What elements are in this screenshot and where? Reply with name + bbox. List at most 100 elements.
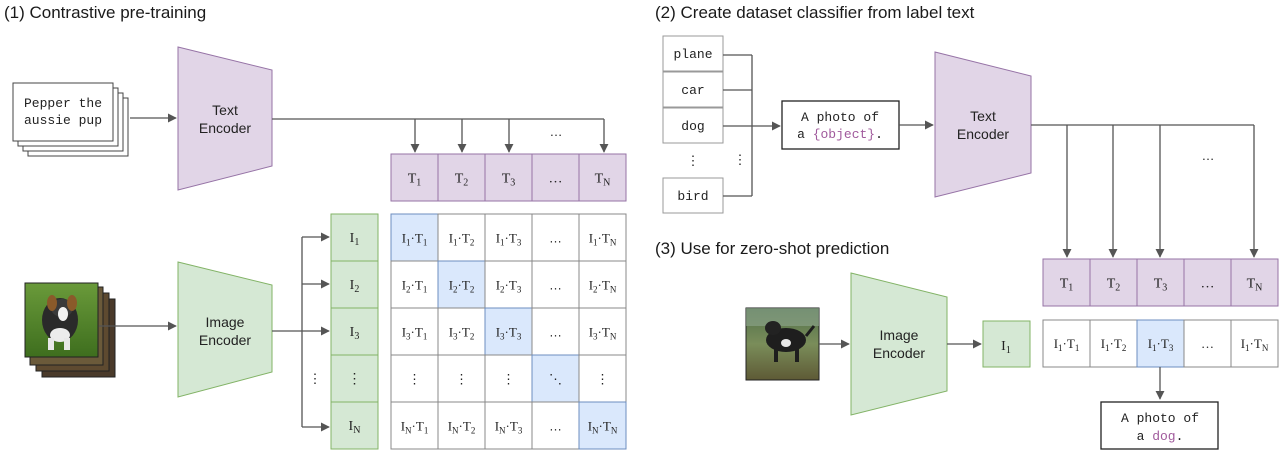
text-input-line-2: aussie pup	[24, 113, 102, 128]
text-embedding-label-base: T	[1060, 277, 1069, 292]
matrix-cell	[578, 354, 627, 403]
text-encoder-1-label-b: Encoder	[199, 120, 251, 136]
image-embedding-cell	[330, 401, 379, 450]
template-line-2: a {object}.	[797, 127, 883, 142]
matrix-cell-label: I1·T2	[449, 231, 475, 248]
label-text: plane	[673, 47, 712, 62]
image-embedding-label-base: I	[350, 278, 355, 293]
matrix-cell-label: I1·TN	[589, 231, 617, 248]
image-embedding-i1	[982, 320, 1031, 368]
score-label: I1·T2	[1101, 336, 1127, 353]
text-embedding-label-sub: 1	[416, 178, 421, 189]
text-embedding-cell	[1230, 258, 1279, 307]
text-embedding-label: TN	[595, 172, 611, 189]
label-box	[662, 107, 724, 144]
section1-title: (1) Contrastive pre-training	[4, 3, 206, 22]
matrix-h-ellipsis: …	[549, 325, 562, 340]
text-embedding-label: TN	[1247, 277, 1263, 294]
text-embedding-label: T3	[502, 172, 516, 189]
text-embedding-label-sub: 2	[1115, 283, 1120, 294]
text-encoder-2-label-a: Text	[970, 108, 996, 124]
text-encoder-2-label-b: Encoder	[957, 126, 1009, 142]
matrix-cell-diagonal	[578, 401, 627, 450]
text-embedding-cell	[531, 153, 580, 202]
matrix-cell	[531, 401, 580, 450]
image-embedding-cell	[330, 213, 379, 262]
section2-title: (2) Create dataset classifier from label…	[655, 3, 975, 22]
matrix-cell	[484, 213, 533, 262]
image-embedding-label-sub: N	[353, 425, 360, 436]
image-encoder-2-label-a: Image	[880, 327, 919, 343]
matrix-cell	[437, 401, 486, 450]
text-embedding-label: T2	[1107, 277, 1121, 294]
text-embedding-cell	[390, 153, 439, 202]
image-encoder-2	[850, 272, 948, 416]
label-text: bird	[677, 189, 708, 204]
prediction-box	[1100, 401, 1219, 450]
score-label: I1·T3	[1148, 336, 1174, 353]
text-encoder-1	[177, 46, 273, 191]
matrix-cell	[390, 354, 439, 403]
matrix-cell-label: I3·T3	[496, 325, 522, 342]
i1-sub: 1	[1006, 345, 1011, 356]
text-embedding-cell	[1183, 258, 1232, 307]
image-embedding-label-base: ⋮	[348, 372, 362, 387]
photo-puppy-stack	[24, 282, 116, 378]
image-embedding-label-base: I	[350, 231, 355, 246]
text-embedding-label-base: T	[1107, 277, 1116, 292]
text-embedding-label-base: T	[1247, 277, 1256, 292]
image-encoder-1-label-a: Image	[206, 314, 245, 330]
text-encoder-2	[934, 51, 1032, 198]
text-embedding-label-sub: N	[603, 178, 610, 189]
top-ellipsis-2: …	[1202, 148, 1215, 163]
matrix-cell-diagonal	[484, 307, 533, 356]
text-embedding-label-sub: 1	[1068, 283, 1073, 294]
text-embedding-label: T2	[455, 172, 469, 189]
text-embedding-cell	[437, 153, 486, 202]
prediction-label: dog	[1152, 429, 1175, 444]
matrix-cell-label: I3·TN	[589, 325, 617, 342]
label-ellipsis: ⋮	[687, 153, 700, 168]
image-embedding-i1-label: I1	[1001, 339, 1011, 356]
matrix-cell-label: I2·T2	[449, 278, 475, 295]
matrix-v-ellipsis: ⋮	[596, 372, 609, 387]
top-ellipsis-1: …	[550, 124, 563, 139]
template-line-1: A photo of	[801, 110, 879, 125]
prediction-suffix: .	[1176, 429, 1184, 444]
matrix-cell-label: I2·TN	[589, 278, 617, 295]
matrix-cell	[531, 307, 580, 356]
matrix-cell	[390, 401, 439, 450]
image-encoder-2-label-b: Encoder	[873, 345, 925, 361]
text-embedding-label: T3	[1154, 277, 1168, 294]
score-label: I1·TN	[1241, 336, 1269, 353]
matrix-h-ellipsis: …	[549, 278, 562, 293]
photo-puppy-icon	[24, 282, 99, 358]
text-embedding-label-sub: 2	[463, 178, 468, 189]
text-embedding-label-sub: 3	[510, 178, 515, 189]
text-input-stack: Pepper the aussie pup	[12, 82, 129, 157]
matrix-v-ellipsis: ⋮	[502, 372, 515, 387]
matrix-cell-label: IN·T1	[401, 419, 429, 436]
template-suffix: .	[875, 127, 883, 142]
text-embedding-cell	[1089, 258, 1138, 307]
matrix-cell-label: I1·T3	[496, 231, 522, 248]
text-embedding-label-base: …	[549, 172, 563, 187]
image-embedding-label: ⋮	[348, 372, 362, 387]
matrix-cell-label: IN·T2	[448, 419, 476, 436]
text-embedding-label-base: T	[408, 172, 417, 187]
text-embedding-label: …	[1201, 277, 1215, 292]
matrix-cell-label: IN·TN	[588, 419, 618, 436]
text-embedding-label-base: T	[595, 172, 604, 187]
matrix-cell-label: I2·T3	[496, 278, 522, 295]
text-input-line-1: Pepper the	[24, 96, 102, 111]
matrix-h-ellipsis: …	[549, 231, 562, 246]
image-embedding-label: I3	[350, 325, 360, 342]
matrix-cell	[578, 307, 627, 356]
text-embedding-label: T1	[408, 172, 422, 189]
image-embedding-label: I1	[350, 231, 360, 248]
